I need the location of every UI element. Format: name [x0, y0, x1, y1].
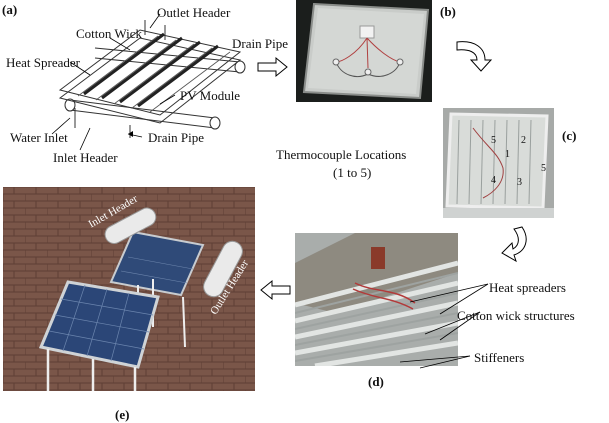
label-stiffeners: Stiffeners — [474, 350, 525, 365]
panel-label-d: (d) — [368, 374, 384, 389]
thermocouple-mark-1: 1 — [505, 149, 510, 160]
panel-label-b: (b) — [440, 4, 456, 19]
label-drain-pipe-top: Drain Pipe — [232, 36, 288, 51]
arrow-right-icon — [257, 56, 288, 78]
thermocouple-mark-4: 4 — [491, 175, 496, 186]
label-heat-spreader: Heat Spreader — [6, 55, 80, 70]
schematic-drawing — [51, 13, 246, 151]
label-drain-pipe-bottom: Drain Pipe — [148, 130, 204, 145]
label-heat-spreaders: Heat spreaders — [489, 280, 566, 295]
photo-thermocouples: 5 2 1 4 3 5 — [443, 108, 554, 218]
curved-arrow-left-icon — [501, 226, 527, 263]
photo-heat-spreaders — [295, 233, 458, 366]
label-outlet-header: Outlet Header — [157, 5, 231, 20]
photo-d-leaders — [399, 283, 489, 369]
label-water-inlet: Water Inlet — [10, 130, 68, 145]
panel-label-c: (c) — [562, 128, 577, 143]
thermocouple-mark-5b: 5 — [541, 163, 546, 174]
photo-installed-modules: Inlet Header Outlet Header — [3, 187, 255, 391]
thermocouple-mark-2: 2 — [521, 135, 526, 146]
curved-arrow-down-icon — [456, 41, 493, 72]
thermocouple-mark-3: 3 — [517, 177, 522, 188]
thermocouple-caption-range: (1 to 5) — [333, 165, 372, 180]
photo-pv-back — [296, 0, 432, 102]
panel-label-e: (e) — [115, 407, 130, 422]
arrow-left-icon — [260, 279, 291, 301]
thermocouple-caption: Thermocouple Locations — [276, 147, 407, 162]
panel-label-a: (a) — [2, 2, 18, 17]
label-inlet-header: Inlet Header — [53, 150, 118, 165]
label-cotton-wick-structures: Cotton wick structures — [457, 308, 575, 323]
label-cotton-wick: Cotton Wick — [76, 26, 143, 41]
label-pv-module: PV Module — [180, 88, 241, 103]
thermocouple-mark-5a: 5 — [491, 135, 496, 146]
